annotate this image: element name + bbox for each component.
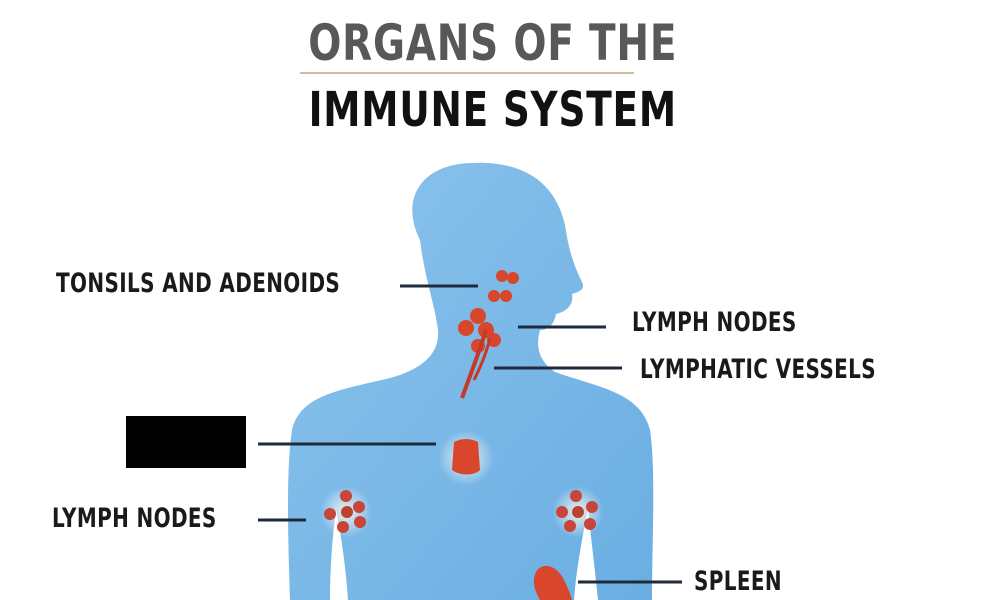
redacted-label-box — [126, 416, 246, 468]
left-armpit-lymph-nodes-icon — [320, 486, 372, 538]
body-silhouette — [288, 162, 654, 600]
leader-lines — [258, 284, 682, 584]
thymus-icon — [438, 430, 494, 486]
title-line-1: ORGANS OF THE — [308, 14, 678, 72]
label-tonsils-and-adenoids: TONSILS AND ADENOIDS — [56, 268, 341, 299]
lymphatic-vessel-icon — [460, 329, 488, 399]
title-line-2: IMMUNE SYSTEM — [308, 82, 677, 138]
right-armpit-lymph-nodes-icon — [552, 486, 604, 538]
title-divider — [300, 72, 634, 74]
label-lymphatic-vessels: LYMPHATIC VESSELS — [640, 354, 876, 385]
label-lymph-nodes-neck: LYMPH NODES — [632, 307, 797, 338]
spleen-icon — [533, 565, 572, 600]
label-lymph-nodes-armpit: LYMPH NODES — [52, 503, 217, 534]
label-spleen: SPLEEN — [694, 566, 783, 597]
tonsils-icon — [488, 270, 519, 302]
